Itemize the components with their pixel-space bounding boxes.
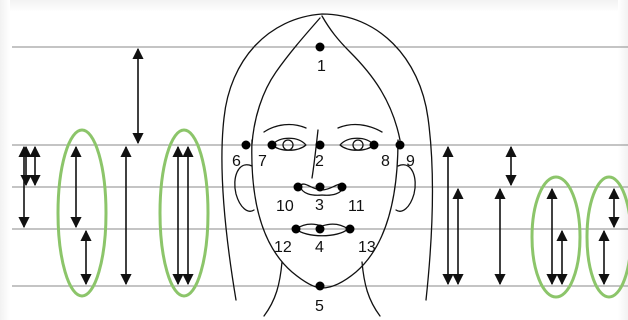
landmark-dot-6	[242, 141, 251, 150]
landmark-label-13: 13	[358, 239, 376, 256]
eyebrow-left	[264, 125, 306, 132]
landmark-label-10: 10	[276, 198, 294, 215]
landmark-dot-8	[370, 141, 379, 150]
landmark-dot-2	[316, 141, 325, 150]
landmark-label-2: 2	[315, 153, 324, 170]
highlight-oval-right-1	[532, 177, 580, 297]
face-contour	[252, 140, 398, 288]
ear-right	[396, 165, 415, 211]
landmark-label-6: 6	[232, 153, 241, 170]
landmark-label-9: 9	[406, 153, 415, 170]
landmark-dot-4	[316, 225, 325, 234]
landmark-dot-3	[316, 183, 325, 192]
landmark-dot-13	[346, 225, 355, 234]
neck-right	[362, 262, 380, 316]
landmark-label-1: 1	[317, 58, 326, 75]
landmark-label-8: 8	[381, 153, 390, 170]
highlight-ovals	[58, 130, 628, 297]
landmark-dot-12	[292, 225, 301, 234]
eyebrow-right	[338, 125, 382, 132]
hair-part	[322, 16, 400, 140]
face-outline	[222, 14, 433, 316]
landmark-label-7: 7	[258, 153, 267, 170]
ear-left	[235, 165, 254, 211]
landmark-dot-9	[396, 141, 405, 150]
landmark-label-4: 4	[315, 239, 324, 256]
landmark-dot-1	[316, 43, 325, 52]
neck-left	[264, 262, 282, 316]
highlight-oval-left-1	[58, 130, 106, 296]
landmark-dot-7	[268, 141, 277, 150]
highlight-oval-left-2	[160, 130, 208, 296]
landmark-label-11: 11	[348, 198, 365, 215]
landmark-label-5: 5	[315, 298, 324, 315]
hair-outline	[222, 14, 433, 300]
landmark-label-3: 3	[315, 197, 324, 214]
highlight-oval-right-2	[587, 177, 628, 297]
landmark-dot-11	[338, 183, 347, 192]
landmark-dot-5	[316, 282, 325, 291]
landmark-dot-10	[294, 183, 303, 192]
landmark-label-12: 12	[274, 239, 292, 256]
